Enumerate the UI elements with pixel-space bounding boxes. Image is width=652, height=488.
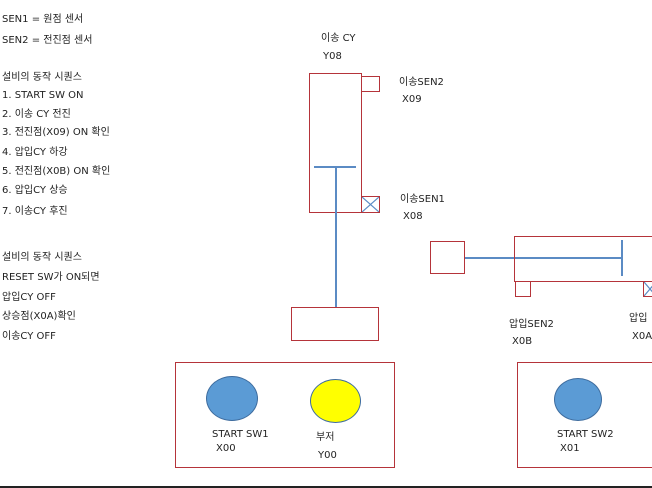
buzzer-label: 부저 xyxy=(316,432,335,443)
press-cylinder-body xyxy=(514,236,652,282)
reset-step-2: 압입CY OFF xyxy=(2,292,56,303)
sequence-step-5: 5. 전진점(X0B) ON 확인 xyxy=(2,166,111,177)
sen1-definition: SEN1 = 원점 센서 xyxy=(2,14,84,25)
reset-sequence-title: 설비의 동작 시퀀스 xyxy=(2,252,82,263)
sequence-step-3: 3. 전진점(X09) ON 확인 xyxy=(2,127,110,138)
sen2-definition: SEN2 = 전진점 센서 xyxy=(2,35,93,46)
press-sen1-address: X0A xyxy=(632,331,652,342)
sequence-step-1: 1. START SW ON xyxy=(2,90,84,101)
transfer-sen2-sensor xyxy=(361,76,380,92)
press-cylinder-piston xyxy=(621,240,623,276)
transfer-sen1-address: X08 xyxy=(403,211,423,222)
buzzer-address: Y00 xyxy=(318,450,337,461)
reset-step-1: RESET SW가 ON되면 xyxy=(2,272,100,283)
control-panel-left xyxy=(175,362,395,468)
start-sw1-label: START SW1 xyxy=(212,429,269,440)
press-cylinder-head xyxy=(430,241,465,274)
press-sen2-address: X0B xyxy=(512,336,533,347)
transfer-sen1-label: 이송SEN1 xyxy=(400,194,445,205)
transfer-sen1-sensor xyxy=(361,196,380,213)
transfer-cylinder-head xyxy=(291,307,379,341)
press-sen1-sensor xyxy=(643,281,652,297)
transfer-sen2-label: 이송SEN2 xyxy=(399,77,444,88)
buzzer-lamp xyxy=(310,379,361,423)
transfer-sen2-address: X09 xyxy=(402,94,422,105)
bottom-divider xyxy=(0,486,652,488)
reset-step-3: 상승점(X0A)확인 xyxy=(2,311,76,322)
control-panel-right xyxy=(517,362,652,468)
press-sen1-label: 압입 xyxy=(629,313,648,324)
press-cylinder-rod xyxy=(465,257,622,259)
transfer-cylinder-label: 이송 CY xyxy=(321,33,356,44)
sequence-step-6: 6. 압입CY 상승 xyxy=(2,185,68,196)
sequence-step-2: 2. 이송 CY 전진 xyxy=(2,109,71,120)
press-sen2-sensor xyxy=(515,281,531,297)
sequence-title: 설비의 동작 시퀀스 xyxy=(2,72,82,83)
sensor-cross-icon xyxy=(362,197,379,212)
start-sw2-label: START SW2 xyxy=(557,429,614,440)
sequence-step-7: 7. 이송CY 후진 xyxy=(2,206,68,217)
sequence-step-4: 4. 압입CY 하강 xyxy=(2,147,68,158)
transfer-cylinder-address: Y08 xyxy=(323,51,342,62)
start-sw2-button[interactable] xyxy=(554,378,602,421)
start-sw1-address: X00 xyxy=(216,443,236,454)
transfer-cylinder-rod xyxy=(335,166,337,307)
start-sw2-address: X01 xyxy=(560,443,580,454)
reset-step-4: 이송CY OFF xyxy=(2,331,56,342)
press-sen2-label: 압입SEN2 xyxy=(509,319,554,330)
sensor-cross-icon xyxy=(644,282,652,296)
start-sw1-button[interactable] xyxy=(206,376,258,421)
